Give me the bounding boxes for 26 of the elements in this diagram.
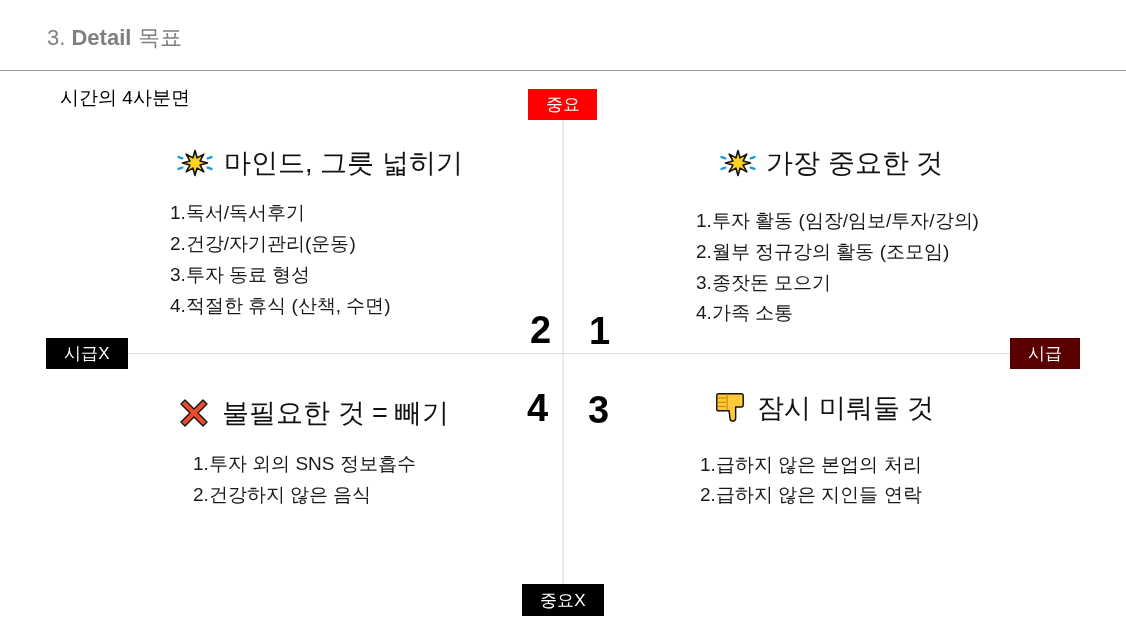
- list-item: 4.적절한 휴식 (산책, 수면): [170, 294, 391, 318]
- subtitle: 시간의 4사분면: [60, 86, 190, 110]
- list-item: 3.종잣돈 모으기: [696, 271, 832, 295]
- list-item: 2.건강/자기관리(운동): [170, 232, 356, 256]
- list-item: 2.급하지 않은 지인들 연락: [700, 483, 922, 507]
- quadrant-heading: 불필요한 것 = 빼기: [222, 397, 450, 430]
- list-item: 1.급하지 않은 본업의 처리: [700, 453, 922, 477]
- quadrant-number: 4: [527, 386, 549, 431]
- axis-label: 시급: [1010, 338, 1080, 369]
- list-item: 2.건강하지 않은 음식: [193, 483, 372, 507]
- axis-label: 중요X: [522, 584, 604, 616]
- list-item: 1.독서/독서후기: [170, 201, 306, 225]
- list-item: 1.투자 외의 SNS 정보흡수: [193, 452, 416, 476]
- quadrant-number: 1: [589, 309, 611, 354]
- list-item: 1.투자 활동 (임장/임보/투자/강의): [696, 209, 979, 233]
- quadrant-heading: 가장 중요한 것: [766, 147, 943, 180]
- axis-label: 중요: [528, 89, 597, 120]
- list-item: 2.월부 정규강의 활동 (조모임): [696, 240, 950, 264]
- quadrant-number: 3: [588, 388, 610, 433]
- list-item: 3.투자 동료 형성: [170, 263, 311, 287]
- axis-label: 시급X: [46, 338, 128, 369]
- quadrant-number: 2: [530, 308, 552, 353]
- page-title: 3. Detail 목표: [47, 24, 182, 52]
- quadrant-heading: 마인드, 그릇 넓히기: [224, 147, 463, 180]
- list-item: 4.가족 소통: [696, 301, 794, 325]
- quadrant-heading: 잠시 미뤄둘 것: [757, 392, 934, 425]
